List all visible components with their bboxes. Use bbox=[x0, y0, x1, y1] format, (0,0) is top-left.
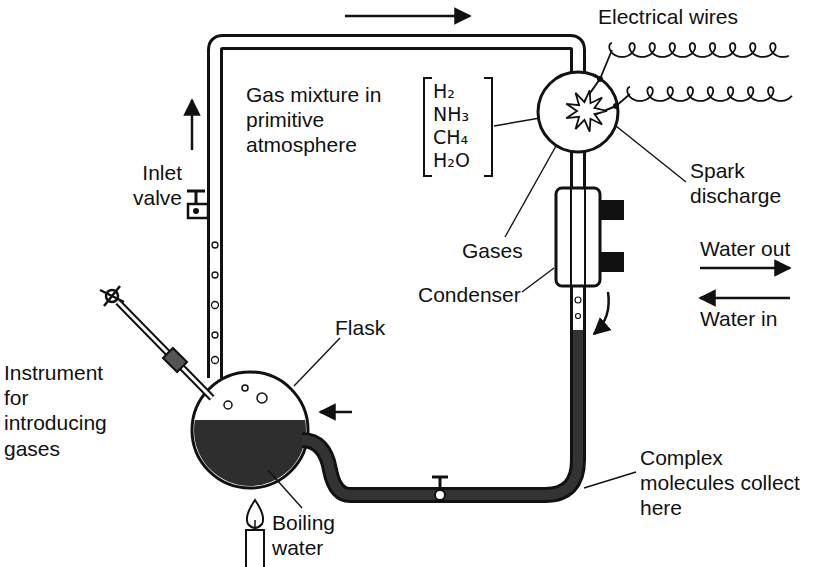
inlet-valve bbox=[188, 204, 208, 218]
flow-arrow bbox=[700, 297, 790, 300]
chemical-formula: NH₃ bbox=[433, 103, 469, 126]
flow-arrow bbox=[320, 16, 790, 412]
bubbles bbox=[212, 332, 218, 338]
condenser bbox=[600, 200, 624, 220]
part-label: Spark discharge bbox=[690, 158, 808, 208]
inlet-valve bbox=[195, 192, 198, 204]
part-label: Electrical wires bbox=[598, 4, 738, 29]
leader-line bbox=[268, 470, 302, 508]
flask bbox=[242, 385, 248, 391]
condenser bbox=[556, 188, 600, 286]
part-label: Instrument for introducing gases bbox=[4, 360, 129, 461]
burner-flame bbox=[246, 530, 264, 567]
glass-tubing bbox=[570, 150, 586, 192]
flow-arrow bbox=[320, 411, 352, 414]
condenser bbox=[556, 188, 624, 286]
spark-chamber bbox=[538, 72, 619, 152]
glass-tubing bbox=[215, 42, 578, 378]
flow-arrow bbox=[700, 267, 790, 270]
condenser bbox=[570, 188, 572, 286]
part-label: Condenser bbox=[418, 282, 521, 307]
inlet-valve bbox=[187, 190, 205, 193]
inlet-valve bbox=[193, 208, 199, 214]
chemical-formula: H₂ bbox=[433, 80, 455, 103]
flow-arrow bbox=[191, 100, 194, 150]
bracket bbox=[424, 78, 492, 176]
leader-line bbox=[616, 126, 686, 182]
flask bbox=[180, 420, 320, 500]
leader-line bbox=[294, 338, 340, 386]
leader-line bbox=[494, 118, 540, 126]
leader-line bbox=[522, 268, 554, 292]
part-label: Inlet valve bbox=[110, 160, 182, 210]
part-label: Boiling water bbox=[272, 510, 358, 560]
stopcock bbox=[432, 477, 448, 500]
part-label: Complex molecules collect here bbox=[640, 445, 805, 521]
flow-arrow bbox=[594, 292, 609, 334]
part-label: Water in bbox=[700, 306, 777, 331]
part-label: Flask bbox=[335, 315, 385, 340]
stopcock bbox=[435, 490, 445, 500]
glass-tubing bbox=[576, 314, 581, 319]
gas-instrument bbox=[118, 302, 212, 398]
gas-instrument bbox=[104, 286, 120, 306]
inlet-valve bbox=[187, 191, 208, 218]
glass-tubing bbox=[215, 42, 581, 495]
leader-line bbox=[584, 472, 636, 488]
leader-line bbox=[505, 146, 556, 237]
flask bbox=[224, 401, 232, 409]
electrical-wire bbox=[616, 94, 630, 106]
chemical-formula: H₂O bbox=[433, 149, 470, 172]
bubbles bbox=[212, 302, 219, 309]
flow-arrow bbox=[345, 15, 470, 18]
condenser bbox=[584, 188, 586, 286]
spark-symbol bbox=[566, 90, 607, 131]
electrical-wire bbox=[627, 87, 792, 101]
gas-instrument bbox=[163, 348, 187, 372]
burner-flame bbox=[254, 520, 256, 530]
flask bbox=[257, 393, 267, 403]
gas-instrument bbox=[100, 286, 212, 398]
glass-tubing bbox=[215, 42, 578, 378]
leader-line bbox=[268, 118, 686, 508]
stopcock bbox=[432, 476, 448, 479]
bubbles bbox=[212, 272, 218, 278]
glass-tubing bbox=[573, 150, 583, 192]
bracket bbox=[424, 78, 432, 176]
part-label: Gas mixture in primitive atmosphere bbox=[246, 82, 416, 158]
glass-tubing bbox=[573, 284, 583, 330]
condenser bbox=[600, 252, 624, 272]
bubbles bbox=[212, 242, 219, 364]
burner-flame bbox=[246, 500, 264, 567]
electrical-wire bbox=[600, 43, 792, 106]
spark-chamber bbox=[538, 72, 618, 152]
bubbles bbox=[212, 242, 218, 248]
part-label: Water out bbox=[700, 236, 790, 261]
glass-tubing bbox=[575, 297, 581, 303]
bracket bbox=[484, 78, 492, 176]
glass-tubing bbox=[302, 284, 578, 495]
electrical-wire bbox=[609, 43, 788, 57]
gas-instrument bbox=[118, 302, 212, 398]
chemical-formula: CH₄ bbox=[433, 126, 468, 149]
bubbles bbox=[212, 357, 219, 364]
glass-tubing bbox=[302, 330, 578, 495]
electrical-wire bbox=[600, 50, 612, 79]
part-label: Gases bbox=[462, 238, 523, 263]
